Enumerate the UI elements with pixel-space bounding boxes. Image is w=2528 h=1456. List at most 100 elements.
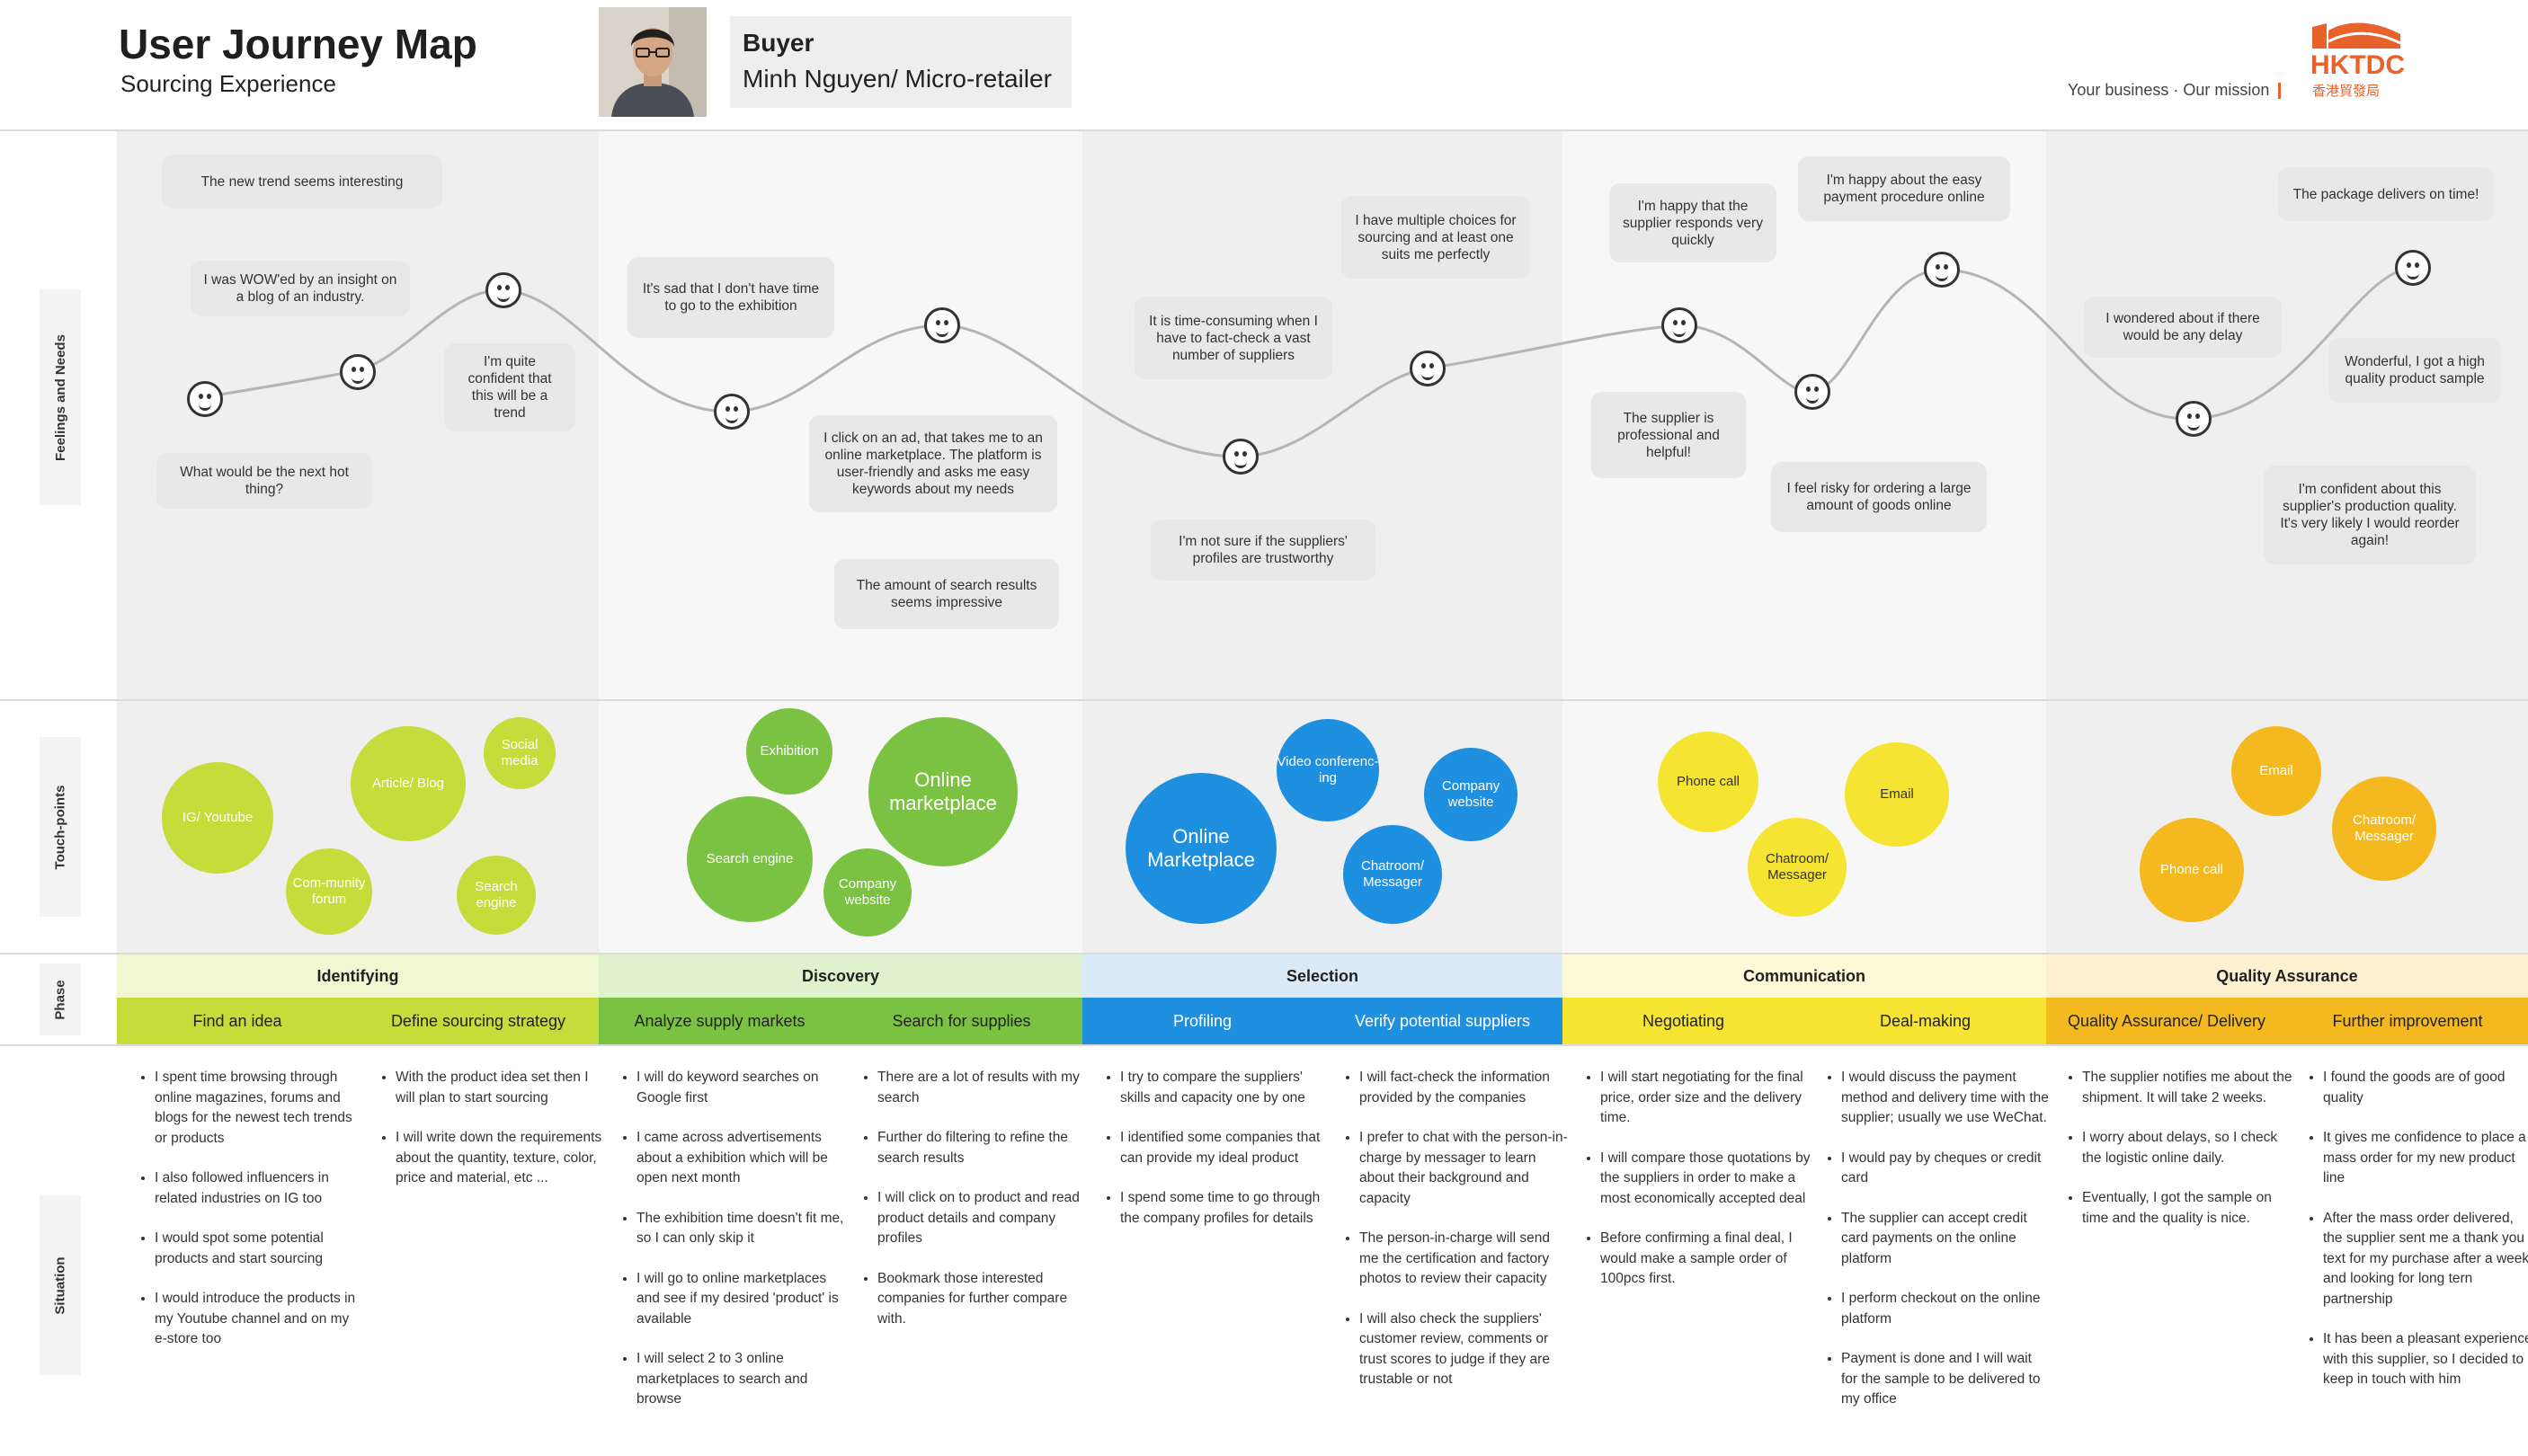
list-item: After the mass order delivered, the supp… [2323, 1209, 2528, 1310]
list-item: I also followed influencers in related i… [155, 1168, 365, 1209]
situation-define-strategy: With the product idea set then I will pl… [381, 1068, 606, 1209]
feeling-bubble: The supplier is professional and helpful… [1591, 392, 1746, 478]
list-item: The person-in-charge will send me the ce… [1359, 1229, 1570, 1290]
touchpoint-online-marketplace: Online marketplace [868, 717, 1018, 866]
divider-feelings [0, 699, 2528, 701]
list-item: I found the goods are of good quality [2323, 1068, 2528, 1108]
touchpoint-phone-call: Phone call [1658, 732, 1758, 832]
list-item: I would introduce the products in my You… [155, 1289, 365, 1350]
situation-profiling: I try to compare the suppliers' skills a… [1106, 1068, 1331, 1248]
touchpoint-search-engine: Search engine [687, 796, 813, 922]
list-item: I will click on to product and read prod… [877, 1188, 1088, 1249]
divider-phase [0, 1044, 2528, 1046]
list-item: It gives me confidence to place a mass o… [2323, 1128, 2528, 1189]
touchpoint-phone-call: Phone call [2140, 818, 2244, 922]
emoji-nervous-icon [1794, 374, 1830, 410]
touchpoint-social-media: Social media [484, 717, 556, 789]
subphase-find-idea: Find an idea [117, 998, 358, 1044]
list-item: The supplier can accept credit card paym… [1841, 1209, 2052, 1270]
touchpoint-exhibition: Exhibition [746, 708, 832, 795]
subphase-define-strategy: Define sourcing strategy [358, 998, 599, 1044]
feeling-bubble: I'm happy about the easy payment procedu… [1798, 156, 2010, 221]
list-item: The supplier notifies me about the shipm… [2082, 1068, 2292, 1108]
feeling-bubble: The new trend seems interesting [162, 155, 442, 209]
hktdc-logo: HKTDC 香港貿發局 [2310, 22, 2409, 102]
row-label-touchpoints: Touch-points [40, 737, 81, 917]
feeling-bubble: What would be the next hot thing? [156, 453, 372, 509]
touchpoint-article-blog: Article/ Blog [351, 726, 466, 841]
feeling-bubble: The package delivers on time! [2278, 167, 2494, 221]
list-item: I will fact-check the information provid… [1359, 1068, 1570, 1108]
feeling-bubble: I wondered about if there would be any d… [2084, 297, 2282, 358]
feeling-bubble: It's sad that I don't have time to go to… [628, 257, 834, 338]
subphase-search-supplies: Search for supplies [841, 998, 1082, 1044]
touchpoint-email: Email [1845, 742, 1949, 847]
subphase-further-improvement: Further improvement [2287, 998, 2528, 1044]
subphase-verify-suppliers: Verify potential suppliers [1322, 998, 1562, 1044]
list-item: I will select 2 to 3 online marketplaces… [636, 1349, 847, 1410]
feeling-bubble: I was WOW'ed by an insight on a blog of … [191, 261, 410, 316]
emoji-grin-icon [1661, 307, 1697, 343]
emoji-wow-icon [340, 354, 376, 390]
emoji-joy-icon [2395, 250, 2431, 286]
page-title: User Journey Map [119, 21, 477, 67]
situation-qa-delivery: The supplier notifies me about the shipm… [2068, 1068, 2292, 1248]
list-item: I will write down the requirements about… [396, 1128, 606, 1189]
list-item: I spend some time to go through the comp… [1120, 1188, 1331, 1229]
phase-selection: Selection [1082, 954, 1562, 998]
svg-text:香港貿發局: 香港貿發局 [2312, 83, 2380, 99]
emoji-smile-icon [485, 272, 521, 308]
persona-name: Minh Nguyen/ Micro-retailer [743, 65, 1052, 93]
touchpoint-company-website: Company website [823, 848, 912, 937]
situation-search-supplies: There are a lot of results with my searc… [863, 1068, 1088, 1349]
column-bg-communication [1562, 131, 2046, 954]
svg-text:HKTDC: HKTDC [2310, 50, 2405, 80]
list-item: I would pay by cheques or credit card [1841, 1149, 2052, 1189]
feeling-bubble: The amount of search results seems impre… [834, 559, 1059, 629]
situation-deal-making: I would discuss the payment method and d… [1827, 1068, 2052, 1430]
situation-verify-suppliers: I will fact-check the information provid… [1345, 1068, 1570, 1410]
feeling-bubble: Wonderful, I got a high quality product … [2328, 338, 2501, 403]
subphase-negotiating: Negotiating [1562, 998, 1804, 1044]
list-item: I will start negotiating for the final p… [1600, 1068, 1811, 1129]
page-subtitle: Sourcing Experience [120, 70, 336, 97]
feeling-bubble: I'm not sure if the suppliers' profiles … [1151, 519, 1375, 581]
situation-negotiating: I will start negotiating for the final p… [1586, 1068, 1811, 1310]
list-item: Eventually, I got the sample on time and… [2082, 1188, 2292, 1229]
row-label-feelings: Feelings and Needs [40, 289, 81, 505]
list-item: I would spot some potential products and… [155, 1229, 365, 1269]
divider-touchpoints [0, 953, 2528, 954]
list-item: I spent time browsing through online mag… [155, 1068, 365, 1149]
subphase-analyze-markets: Analyze supply markets [599, 998, 841, 1044]
list-item: I will do keyword searches on Google fir… [636, 1068, 847, 1108]
list-item: I will go to online marketplaces and see… [636, 1269, 847, 1330]
subphase-deal-making: Deal-making [1804, 998, 2046, 1044]
list-item: I would discuss the payment method and d… [1841, 1068, 2052, 1129]
touchpoint-video-conferencing: Video conferenc-ing [1277, 719, 1379, 821]
list-item: I perform checkout on the online platfor… [1841, 1289, 2052, 1329]
phase-identifying: Identifying [117, 954, 599, 998]
divider-header [0, 129, 2528, 131]
list-item: There are a lot of results with my searc… [877, 1068, 1088, 1108]
list-item: With the product idea set then I will pl… [396, 1068, 606, 1108]
touchpoint-search-engine: Search engine [457, 856, 536, 935]
list-item: I identified some companies that can pro… [1120, 1128, 1331, 1168]
emoji-sad-icon [714, 394, 750, 430]
emoji-smile-icon [924, 307, 960, 343]
touchpoint-ig-youtube: IG/ Youtube [162, 762, 273, 874]
feeling-bubble: I'm confident about this supplier's prod… [2264, 466, 2476, 564]
list-item: It has been a pleasant experience with t… [2323, 1329, 2528, 1390]
touchpoint-email: Email [2231, 726, 2321, 816]
phase-quality-assurance: Quality Assurance [2046, 954, 2528, 998]
phase-discovery: Discovery [599, 954, 1082, 998]
feeling-bubble: I'm happy that the supplier responds ver… [1609, 183, 1776, 262]
list-item: Payment is done and I will wait for the … [1841, 1349, 2052, 1410]
row-label-situation: Situation [40, 1195, 81, 1375]
feeling-bubble: I click on an ad, that takes me to an on… [809, 415, 1057, 512]
persona-card: Buyer Minh Nguyen/ Micro-retailer [730, 16, 1072, 108]
emoji-sad-icon [1223, 439, 1259, 475]
list-item: I will compare those quotations by the s… [1600, 1149, 1811, 1210]
phase-communication: Communication [1562, 954, 2046, 998]
emoji-glasses-icon [1410, 351, 1446, 386]
list-item: Further do filtering to refine the searc… [877, 1128, 1088, 1168]
